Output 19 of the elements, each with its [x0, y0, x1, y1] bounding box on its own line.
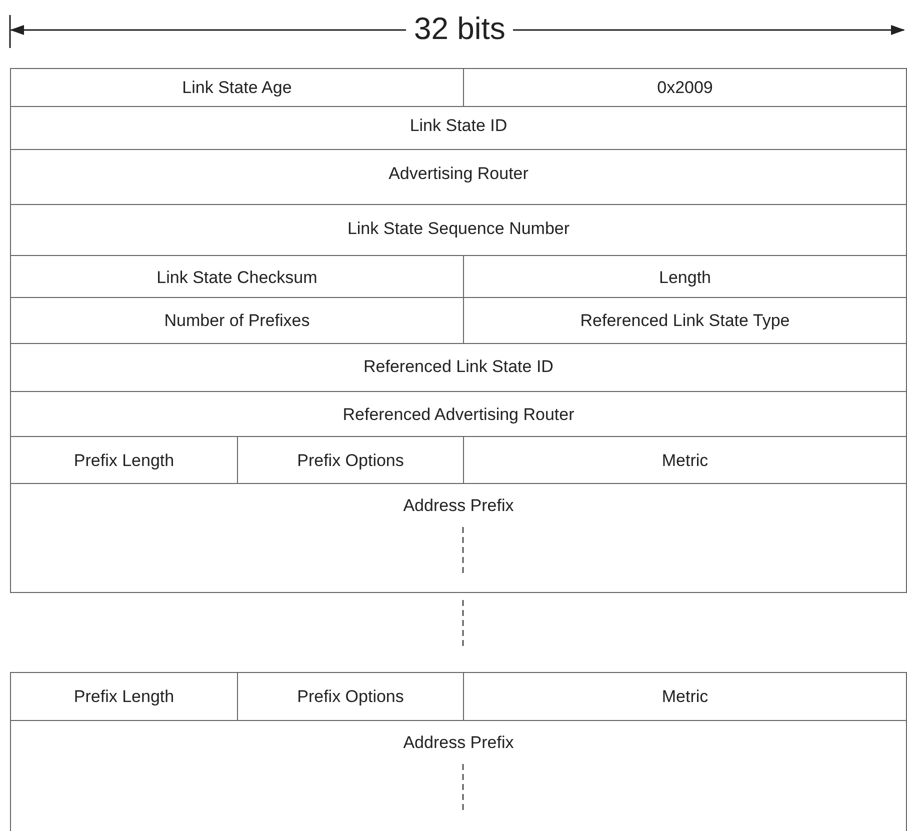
field-label: Referenced Link State ID: [362, 357, 554, 377]
field-label: Length: [658, 268, 712, 288]
field-label: Metric: [660, 687, 710, 707]
field-label: Advertising Router: [388, 164, 530, 184]
field-label: 0x2009: [656, 78, 714, 98]
field-label: Number of Prefixes: [163, 311, 311, 331]
field-label: Address Prefix: [402, 733, 515, 753]
field-label: Address Prefix: [402, 496, 515, 516]
field-label: Link State Checksum: [156, 268, 318, 288]
field-label: Link State Age: [181, 78, 293, 98]
field-label: Referenced Advertising Router: [342, 405, 576, 425]
field-label: Referenced Link State Type: [579, 311, 791, 331]
field-label: Prefix Length: [72, 687, 176, 707]
field-label: Prefix Length: [72, 451, 176, 471]
field-label: Prefix Options: [296, 687, 405, 707]
field-label: Prefix Options: [296, 451, 405, 471]
field-label: Link State Sequence Number: [346, 219, 571, 239]
field-label: Link State ID: [408, 116, 508, 136]
field-label: Metric: [660, 451, 710, 471]
